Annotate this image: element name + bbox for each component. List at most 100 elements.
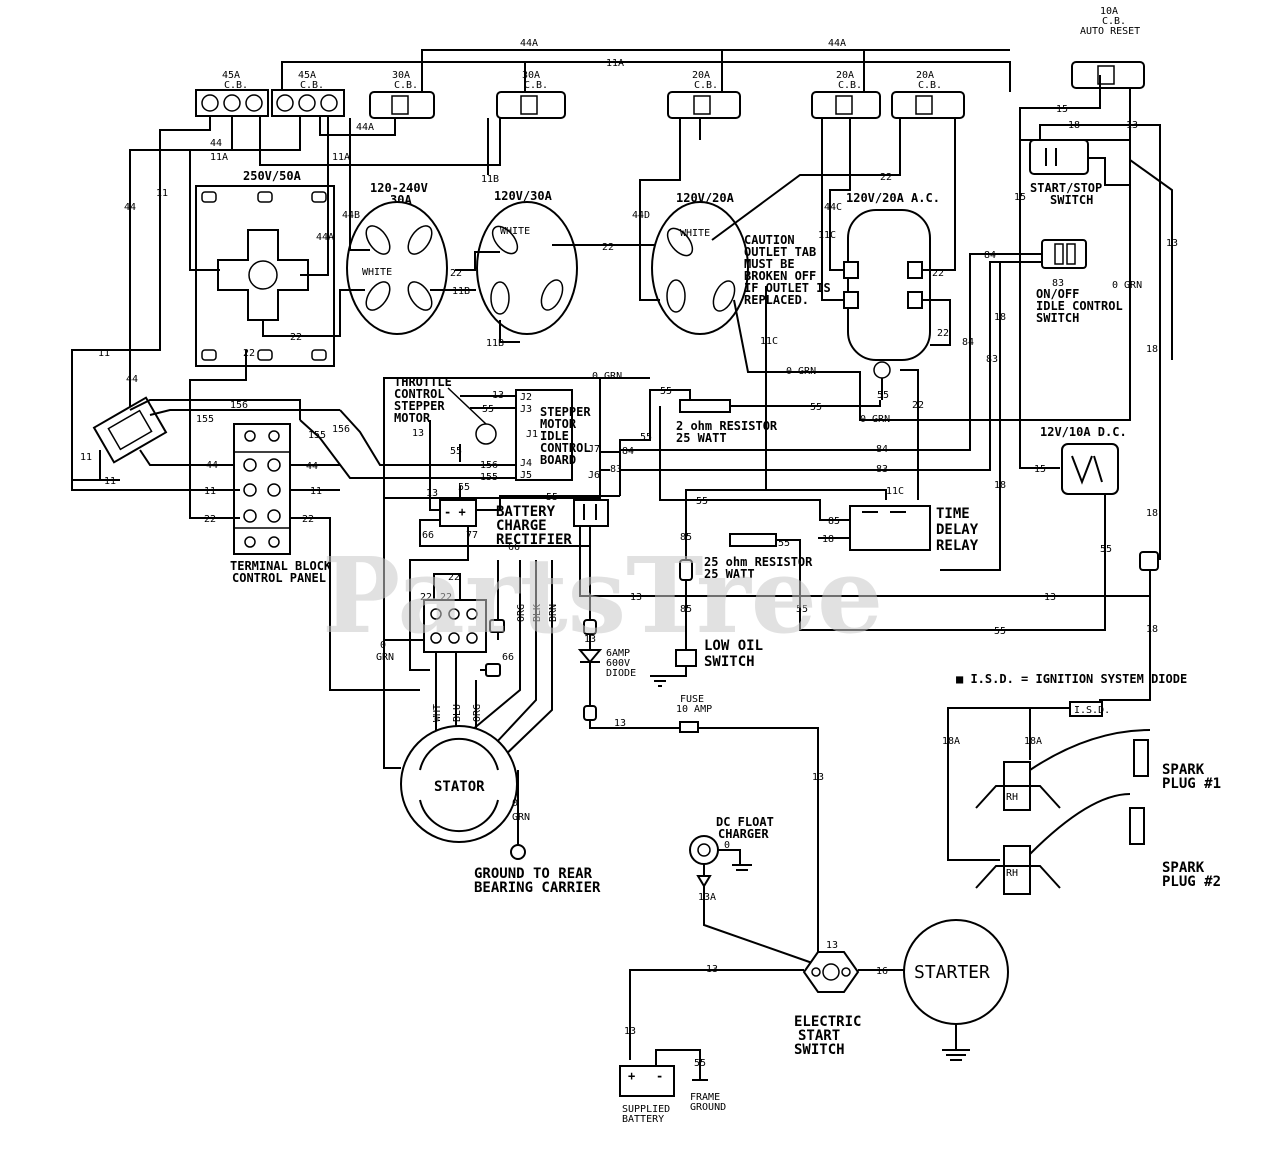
wire-label-55-dc3: 55: [796, 604, 808, 615]
terminal-block: TERMINAL BLOCK CONTROL PANEL 11 44 11 22…: [71, 350, 420, 691]
wire-label-155: 155: [196, 414, 214, 425]
wire-label-11a-mid: 11A: [332, 152, 350, 163]
low-oil-switch: 85 LOW OIL SWITCH: [650, 559, 763, 687]
wire-label-44d: 44D: [632, 210, 650, 221]
j5-label: J5: [520, 470, 532, 481]
board-label-1: STEPPER: [540, 405, 591, 419]
wire-label-0-charger: 0: [724, 840, 730, 851]
wire-label-44-sw: 44: [206, 460, 218, 471]
wire-label-brn: BRN: [548, 604, 559, 622]
receptacle-120v-20a-ac: 120V/20A A.C. 11C 44C 22 22 55 22 0 GRN …: [733, 118, 1131, 500]
start-stop-switch: START/STOP SWITCH 15 15 15 18 13 13 18 1…: [1014, 75, 1178, 635]
j7-label: J7: [588, 444, 600, 455]
wire-label-66-stator: 66: [502, 652, 514, 663]
breaker-6-cb: C.B.: [838, 80, 862, 91]
wire-label-55-dc2: 55: [994, 626, 1006, 637]
low-oil-label-1: LOW OIL: [704, 638, 763, 654]
breaker-1-amp: 45A: [222, 70, 240, 81]
ground-rear-label-1: GROUND TO REAR: [474, 866, 593, 882]
j1-label: J1: [526, 429, 538, 440]
rectifier-label-2: CHARGE: [496, 518, 547, 534]
wire-label-13-top: 13: [1126, 120, 1138, 131]
coil-label-1: RH: [1006, 792, 1018, 803]
frame-ground-label-1: FRAME: [690, 1092, 720, 1103]
dc-label: 12V/10A D.C.: [1040, 425, 1127, 439]
spark1-label-1: SPARK: [1162, 762, 1205, 778]
diode-fuse-branch: 13 6AMP 600V DIODE 13 FUSE 10 AMP 13: [577, 526, 824, 960]
idle-switch-label-3: SWITCH: [1036, 311, 1079, 325]
wire-label-44c: 44C: [824, 202, 842, 213]
wire-label-11a-top: 11A: [606, 58, 624, 69]
caution-line-6: REPLACED.: [744, 293, 809, 307]
supplied-battery: + - 55 SUPPLIED BATTERY FRAME GROUND: [619, 1049, 726, 1125]
wire-label-55-board2: 55: [450, 446, 462, 457]
wire-label-55-dc: 55: [1100, 544, 1112, 555]
spark2-label-2: PLUG #2: [1162, 874, 1221, 890]
wire-label-44-h: 44: [126, 374, 138, 385]
resistor-25-label-2: 25 WATT: [704, 567, 755, 581]
white-label-1: WHITE: [362, 267, 392, 278]
wire-label-77-rect: 77: [466, 530, 478, 541]
wire-label-44b: 44B: [342, 210, 360, 221]
wire-label-11b-1: 11B: [452, 286, 470, 297]
time-delay-relay: TIME DELAY RELAY 18: [818, 505, 979, 554]
wire-label-15-dc: 15: [1034, 464, 1046, 475]
wire-label-22-bridge: 22: [602, 242, 614, 253]
wire-label-22-ac2: 22: [937, 328, 949, 339]
wire-label-22-stator2: 22: [420, 592, 432, 603]
float-charger-label-2: CHARGER: [718, 827, 769, 841]
spark1-label-2: PLUG #1: [1162, 776, 1221, 792]
wire-label-13-long: 13: [630, 592, 642, 603]
wire-label-org: ORG: [472, 704, 483, 722]
wire-label-11-tb: 11: [204, 486, 216, 497]
wire-label-18a-2: 18A: [1024, 736, 1042, 747]
wire-label-55-rect2: 55: [458, 482, 470, 493]
breaker-4-cb: C.B.: [524, 80, 548, 91]
wire-label-13-bat2: 13: [624, 1026, 636, 1037]
idle-control-switch: ON/OFF IDLE CONTROL SWITCH 84 84 84 83 8…: [620, 239, 1123, 571]
wire-label-155-c: 155: [308, 430, 326, 441]
breaker-20a-2: 20A C.B.: [811, 70, 881, 119]
wire-label-18-mid2: 18: [994, 480, 1006, 491]
low-oil-label-2: SWITCH: [704, 654, 755, 670]
receptacle-120-240-label: 120-240V: [370, 181, 428, 195]
wire-label-55-rect: 55: [546, 492, 558, 503]
wire-label-18-top: 18: [1068, 120, 1080, 131]
breaker-8-amp: 10A: [1100, 6, 1118, 17]
wire-label-22-tb: 22: [204, 514, 216, 525]
battery-label-2: BATTERY: [622, 1114, 664, 1125]
throttle-label-4: MOTOR: [394, 411, 431, 425]
resistor-2-label-1: 2 ohm RESISTOR: [676, 419, 778, 433]
main-breaker-switch: 156 155 44 11 11: [80, 396, 340, 487]
wire-label-22-120-30: 22: [450, 268, 462, 279]
wire-label-13-start: 13: [812, 772, 824, 783]
idle-control-board: THROTTLE CONTROL STEPPER MOTOR STEPPER M…: [299, 371, 650, 663]
wire-label-83-board: 83: [610, 464, 622, 475]
wire-label-22-stator: 22: [448, 572, 460, 583]
wire-label-13-long2: 13: [1044, 592, 1056, 603]
caution-line-2: OUTLET TAB: [744, 245, 816, 259]
wire-label-156-c: 156: [332, 424, 350, 435]
wire-label-84-board: 84: [622, 446, 634, 457]
breaker-2-cb: C.B.: [300, 80, 324, 91]
idle-switch-label-2: IDLE CONTROL: [1036, 299, 1123, 313]
breaker-10a-auto-reset: 10A C.B. AUTO RESET: [1071, 6, 1145, 89]
wire-label-grn-board: GRN: [376, 652, 394, 663]
breaker-45a-2: 45A C.B.: [271, 70, 345, 117]
wire-label-grn-stator: GRN: [512, 812, 530, 823]
wire-label-66-rect2: 66: [508, 542, 520, 553]
wire-label-85-r25: 85: [680, 532, 692, 543]
electric-start-switch: 13 ELECTRIC START SWITCH 13 13 16: [624, 940, 904, 1060]
wire-label-11-v: 11: [156, 188, 168, 199]
wire-label-13-right: 13: [1166, 238, 1178, 249]
wire-label-55-r25: 55: [778, 538, 790, 549]
wire-label-55-r2d: 55: [696, 496, 708, 507]
wire-label-13-esw: 13: [826, 940, 838, 951]
wire-label-55-r2: 55: [660, 386, 672, 397]
board-label-2: MOTOR: [540, 417, 577, 431]
board-label-5: BOARD: [540, 453, 576, 467]
starter-motor: STARTER: [903, 919, 1009, 1061]
watermark: PartsTree: [322, 534, 883, 657]
wire-label-55-bat: 55: [694, 1058, 706, 1069]
